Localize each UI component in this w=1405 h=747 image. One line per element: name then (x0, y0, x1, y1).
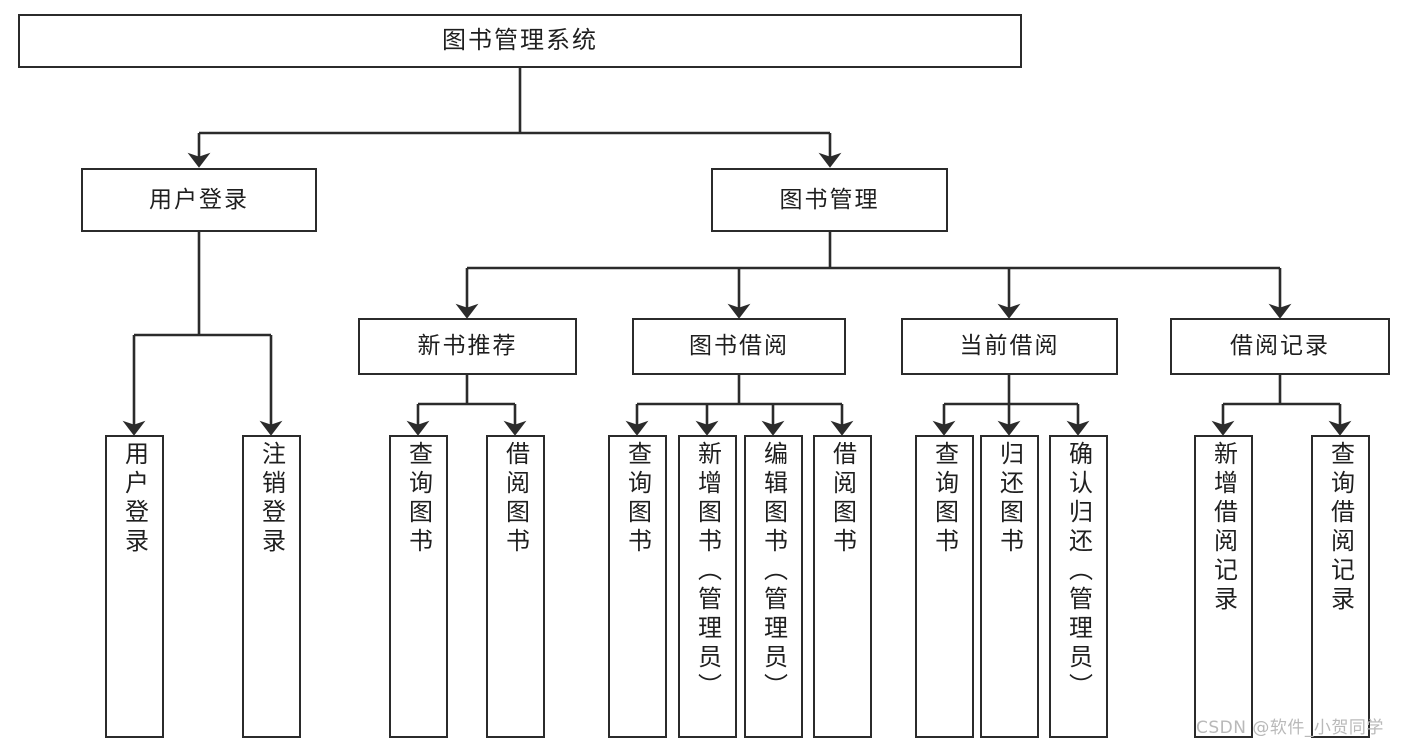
node-borrow-record[interactable]: 借阅记录 (1170, 318, 1390, 375)
node-label: 归还图书 (995, 441, 1024, 557)
leaf-user-login-login[interactable]: 用户登录 (105, 435, 164, 738)
node-current-borrow[interactable]: 当前借阅 (901, 318, 1118, 375)
watermark: CSDN @软件_小贺同学 (1196, 718, 1384, 738)
leaf-borrow-record-add[interactable]: 新增借阅记录 (1194, 435, 1253, 738)
node-label: 编辑图书（管理员） (759, 441, 788, 702)
node-label: 查询图书 (930, 441, 959, 557)
leaf-book-borrow-add[interactable]: 新增图书（管理员） (678, 435, 737, 738)
leaf-book-borrow-edit[interactable]: 编辑图书（管理员） (744, 435, 803, 738)
leaf-borrow-record-query[interactable]: 查询借阅记录 (1311, 435, 1370, 738)
leaf-book-borrow-borrow[interactable]: 借阅图书 (813, 435, 872, 738)
leaf-book-borrow-query[interactable]: 查询图书 (608, 435, 667, 738)
node-label: 查询图书 (404, 441, 433, 557)
node-label: 新增借阅记录 (1209, 441, 1238, 615)
node-label: 用户登录 (120, 441, 149, 557)
node-book-management[interactable]: 图书管理 (711, 168, 948, 232)
leaf-user-login-logout[interactable]: 注销登录 (242, 435, 301, 738)
leaf-current-borrow-return[interactable]: 归还图书 (980, 435, 1039, 738)
leaf-new-book-query[interactable]: 查询图书 (389, 435, 448, 738)
node-user-login[interactable]: 用户登录 (81, 168, 317, 232)
node-label: 确认归还（管理员） (1064, 441, 1093, 702)
node-label: 借阅记录 (1230, 333, 1330, 360)
node-label: 图书管理系统 (442, 26, 598, 55)
node-root-system[interactable]: 图书管理系统 (18, 14, 1022, 68)
node-label: 图书管理 (779, 186, 880, 213)
node-label: 新增图书（管理员） (693, 441, 722, 702)
node-label: 查询图书 (623, 441, 652, 557)
leaf-new-book-borrow[interactable]: 借阅图书 (486, 435, 545, 738)
node-label: 借阅图书 (501, 441, 530, 557)
leaf-current-borrow-confirm-return[interactable]: 确认归还（管理员） (1049, 435, 1108, 738)
node-label: 用户登录 (149, 186, 249, 213)
node-label: 当前借阅 (959, 333, 1060, 360)
leaf-current-borrow-query[interactable]: 查询图书 (915, 435, 974, 738)
node-label: 新书推荐 (417, 333, 518, 360)
node-label: 查询借阅记录 (1326, 441, 1355, 615)
node-label: 注销登录 (257, 441, 286, 557)
node-book-borrow[interactable]: 图书借阅 (632, 318, 846, 375)
node-label: 图书借阅 (689, 333, 789, 360)
node-new-book-recommend[interactable]: 新书推荐 (358, 318, 577, 375)
node-label: 借阅图书 (828, 441, 857, 557)
